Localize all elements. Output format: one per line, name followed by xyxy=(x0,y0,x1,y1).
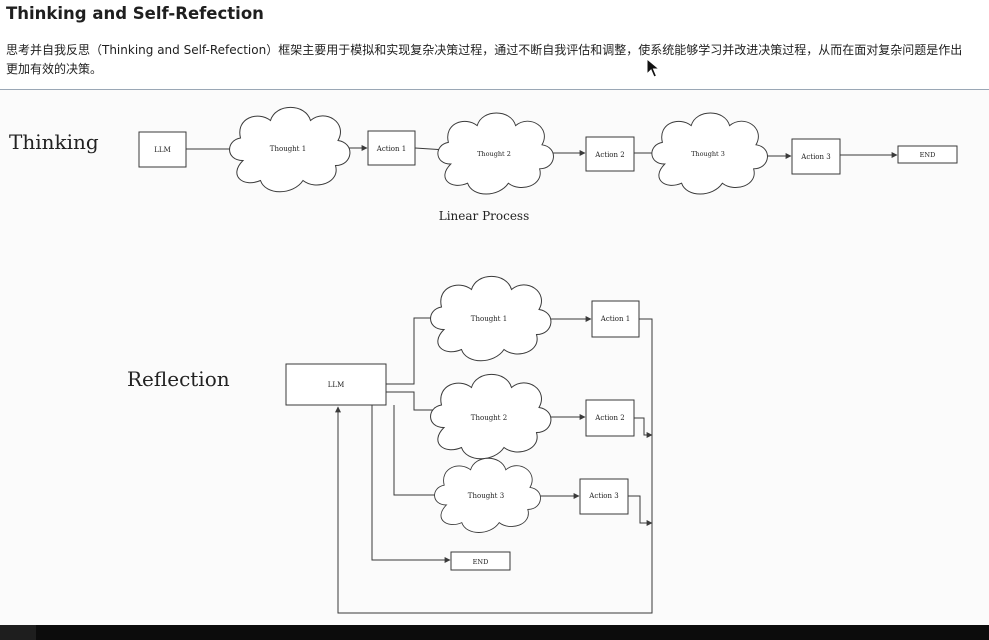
svg-text:END: END xyxy=(473,558,489,566)
reflection-thought2-label: Thought 2 xyxy=(471,414,507,422)
svg-text:END: END xyxy=(920,151,936,159)
thinking-llm-box: LLM xyxy=(138,131,187,168)
svg-text:Action 2: Action 2 xyxy=(594,151,624,159)
thinking-end-box: END xyxy=(897,145,958,164)
intro-paragraph: 思考并自我反思（Thinking and Self-Refection）框架主要… xyxy=(6,43,963,76)
svg-text:Action 2: Action 2 xyxy=(594,414,624,422)
page-title: Thinking and Self-Refection xyxy=(6,4,264,23)
arrow-action2-merge xyxy=(634,417,653,438)
reflection-action3-box: Action 3 xyxy=(579,478,629,515)
reflection-action1-box: Action 1 xyxy=(591,300,640,338)
thinking-title: Thinking xyxy=(9,130,99,154)
taskbar-thumbnail xyxy=(0,625,36,640)
reflection-connectors xyxy=(335,315,653,614)
document-header: Thinking and Self-Refection 思考并自我反思（Thin… xyxy=(0,0,989,90)
diagram-svg: Thinking LLM Thought 1 Action 1 Thought … xyxy=(9,106,958,614)
thinking-thought3-label: Thought 3 xyxy=(691,150,725,158)
svg-text:Action 3: Action 3 xyxy=(588,492,618,500)
reflection-title: Reflection xyxy=(127,367,230,391)
thinking-action3-box: Action 3 xyxy=(791,138,841,175)
arrow-llm-thought3 xyxy=(393,405,445,498)
arrow-llm-thought1 xyxy=(386,315,441,385)
section-divider xyxy=(0,89,989,90)
svg-text:Action 1: Action 1 xyxy=(600,315,630,323)
arrow-llm-thought2 xyxy=(386,391,441,413)
svg-text:Action 1: Action 1 xyxy=(376,145,406,153)
diagram-canvas: Thinking LLM Thought 1 Action 1 Thought … xyxy=(0,90,989,625)
reflection-llm-box: LLM xyxy=(285,363,387,406)
bottom-taskbar xyxy=(0,625,989,640)
svg-text:LLM: LLM xyxy=(328,381,344,389)
thinking-thought2-label: Thought 2 xyxy=(477,150,511,158)
thinking-thought1-label: Thought 1 xyxy=(270,145,306,153)
reflection-end-box: END xyxy=(450,551,511,571)
reflection-action2-box: Action 2 xyxy=(585,399,635,437)
arrow-llm-end xyxy=(371,405,451,563)
svg-text:Action 3: Action 3 xyxy=(800,153,830,161)
arrow-feedback-loop xyxy=(335,318,653,614)
thinking-caption: Linear Process xyxy=(439,209,530,223)
reflection-thought1-label: Thought 1 xyxy=(471,315,507,323)
thinking-action1-box: Action 1 xyxy=(367,130,416,166)
reflection-thought3-label: Thought 3 xyxy=(468,492,504,500)
mouse-pointer-icon xyxy=(646,57,661,82)
arrow-action3-merge xyxy=(628,495,653,526)
thinking-action2-box: Action 2 xyxy=(585,136,635,172)
svg-text:LLM: LLM xyxy=(154,146,170,154)
